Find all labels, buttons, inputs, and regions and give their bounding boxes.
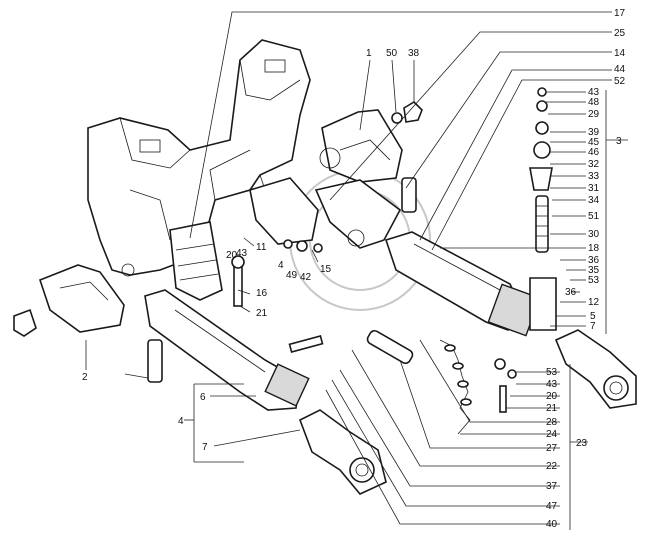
vertical-screw-assembly [529, 87, 557, 331]
check-chain [439, 339, 472, 435]
label-14: 14 [614, 48, 626, 59]
label-33: 33 [588, 171, 600, 182]
lift-arm [314, 179, 402, 249]
leader-lines [85, 11, 628, 530]
label-20b: 20 [226, 250, 238, 261]
label-38: 38 [408, 48, 420, 59]
label-35: 35 [588, 265, 600, 276]
label-43: 43 [588, 87, 600, 98]
label-16: 16 [256, 288, 268, 299]
label-28: 28 [546, 417, 558, 428]
ball-end-right [554, 329, 637, 409]
label-52: 52 [614, 76, 626, 87]
label-50: 50 [386, 48, 398, 59]
label-2: 2 [82, 372, 88, 383]
label-36b: 36 [565, 287, 577, 298]
ball-end-lower [298, 409, 387, 495]
pin-27 [366, 329, 414, 365]
label-7b: 7 [202, 442, 208, 453]
label-39: 39 [588, 127, 600, 138]
label-15: 15 [320, 264, 332, 275]
pin-14 [401, 177, 417, 213]
label-53b: 53 [546, 367, 558, 378]
label-21: 21 [546, 403, 558, 414]
label-53: 53 [588, 275, 600, 286]
bolt-group-center [283, 239, 323, 253]
small-parts-right [494, 358, 517, 413]
label-32: 32 [588, 159, 600, 170]
lower-link-left [144, 289, 310, 411]
label-1: 1 [366, 48, 372, 59]
label-44: 44 [614, 64, 626, 75]
label-22: 22 [546, 461, 558, 472]
part-labels: 17 25 14 44 52 43 48 29 39 45 46 32 33 3… [82, 8, 626, 530]
label-18: 18 [588, 243, 600, 254]
lower-link-bracket-left [13, 264, 125, 337]
label-29: 29 [588, 109, 600, 120]
label-47: 47 [546, 501, 558, 512]
label-42: 42 [300, 272, 312, 283]
label-34: 34 [588, 195, 600, 206]
label-30: 30 [588, 229, 600, 240]
label-23: 23 [576, 438, 588, 449]
label-21b: 21 [256, 308, 268, 319]
label-3: 3 [616, 136, 622, 147]
guard-plate [169, 221, 223, 301]
label-43b: 43 [546, 379, 558, 390]
label-46: 46 [588, 147, 600, 158]
label-40: 40 [546, 519, 558, 530]
label-51: 51 [588, 211, 600, 222]
lift-arm-bracket [319, 109, 403, 183]
label-5: 5 [590, 311, 596, 322]
pin-left [124, 339, 163, 383]
label-11: 11 [256, 242, 267, 253]
washer-50 [391, 112, 403, 124]
top-link-right [384, 231, 541, 337]
label-43c: 43 [236, 248, 248, 259]
bolt-16 [231, 255, 245, 307]
label-6: 6 [200, 392, 206, 403]
bracket-11 [249, 177, 319, 245]
label-12: 12 [588, 297, 600, 308]
label-25: 25 [614, 28, 626, 39]
label-45: 45 [588, 137, 600, 148]
label-17: 17 [614, 8, 626, 19]
label-7: 7 [590, 321, 596, 332]
nut-38 [403, 100, 423, 123]
label-37: 37 [546, 481, 558, 492]
label-48: 48 [588, 97, 600, 108]
label-4b: 4 [178, 416, 184, 427]
label-24: 24 [546, 429, 558, 440]
label-31: 31 [588, 183, 600, 194]
bolt-lower-center [288, 335, 324, 353]
label-27: 27 [546, 443, 558, 454]
label-36: 36 [588, 255, 600, 266]
label-4a: 4 [278, 260, 284, 271]
label-49: 49 [286, 270, 298, 281]
label-20: 20 [546, 391, 558, 402]
